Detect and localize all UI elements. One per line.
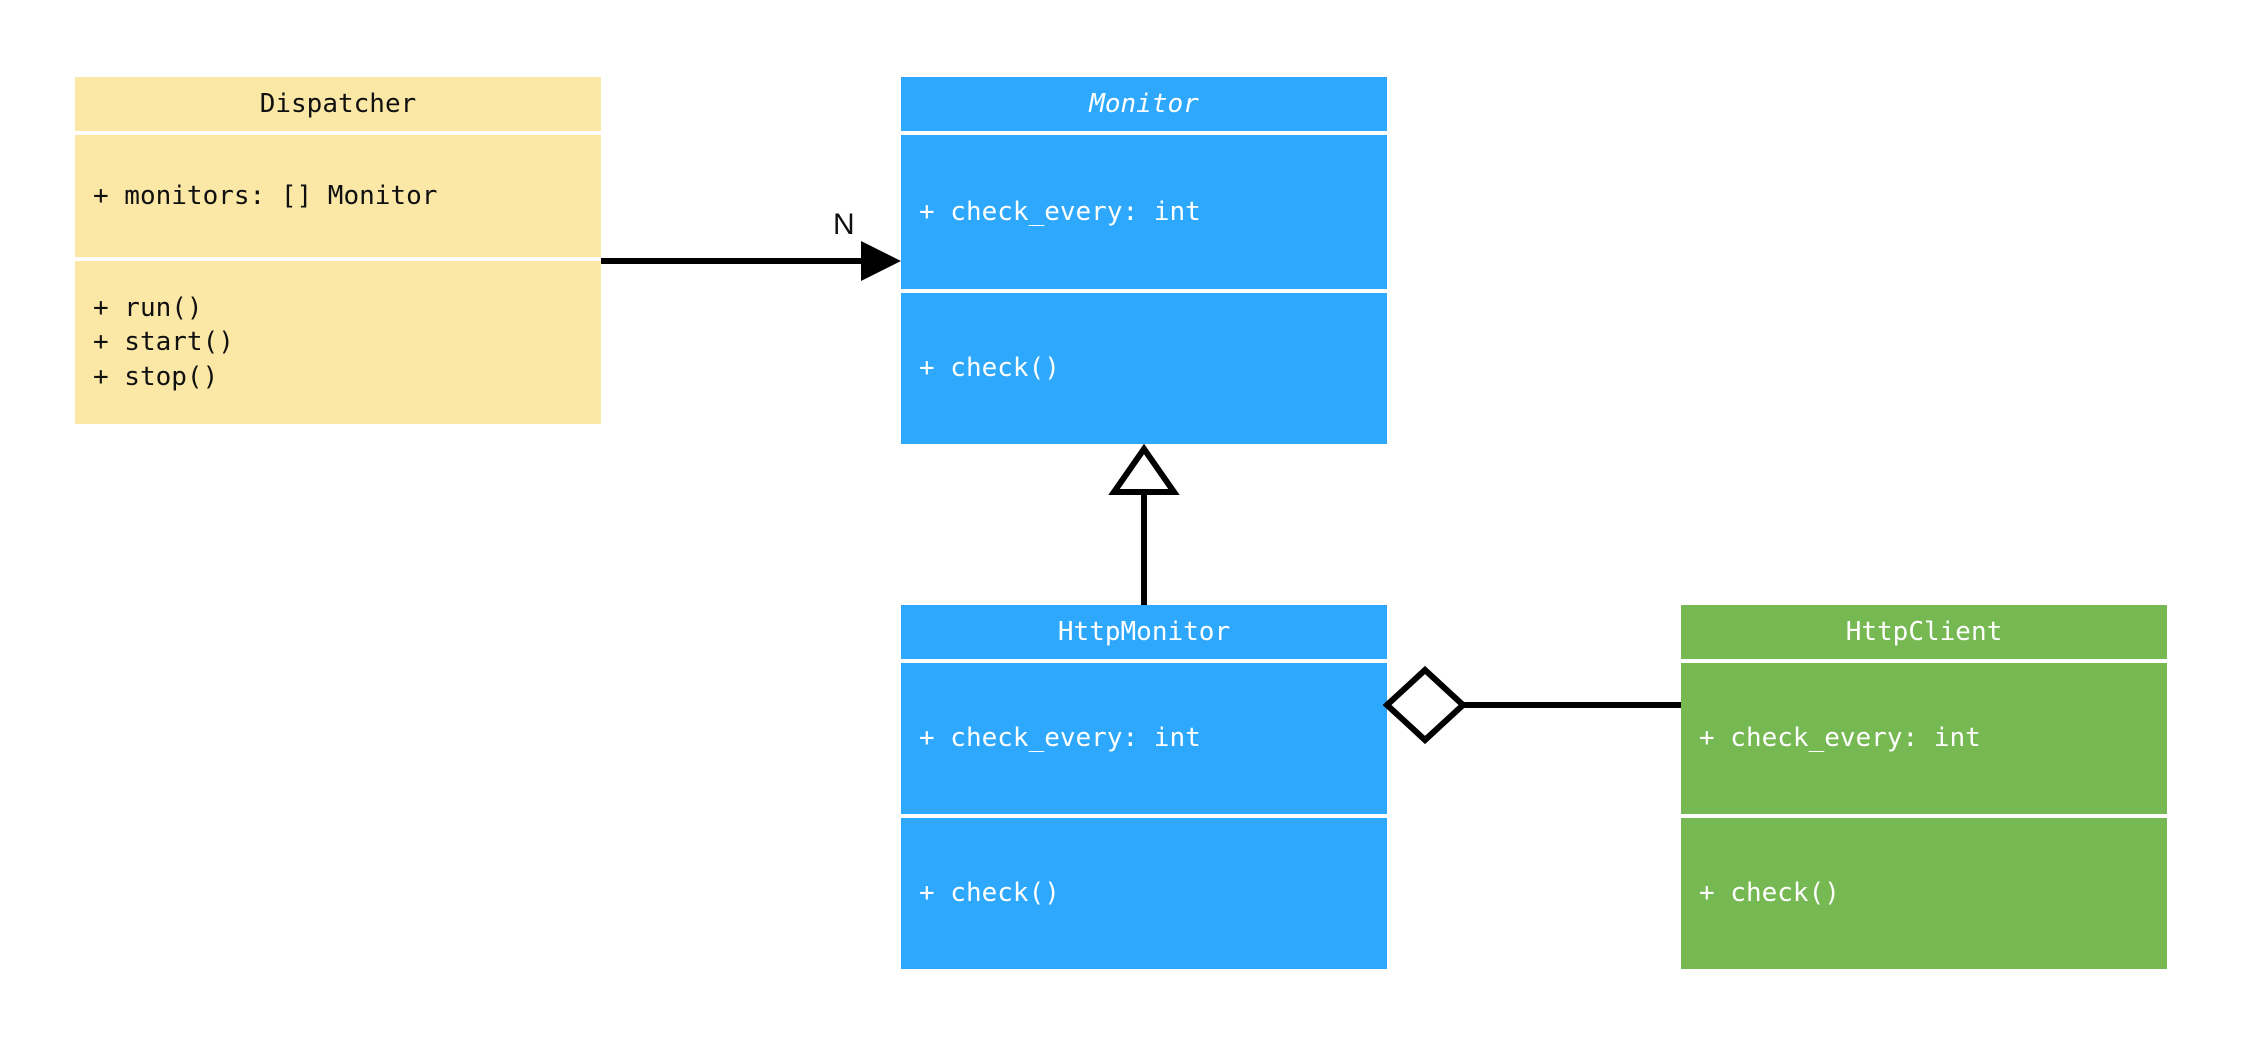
method-line: + start() <box>93 327 234 358</box>
class-name-dispatcher: Dispatcher <box>259 88 417 119</box>
class-name-monitor: Monitor <box>1089 88 1199 119</box>
class-methods-compartment: + check() <box>901 818 1387 969</box>
class-box-http-monitor[interactable]: HttpMonitor + check_every: int + check() <box>901 605 1387 973</box>
attribute-line: + check_every: int <box>1699 723 1981 754</box>
class-methods-compartment: + check() <box>901 293 1387 444</box>
relationship-httpmonitor-to-httpclient <box>1382 665 1681 745</box>
class-title-compartment: Monitor <box>901 77 1387 131</box>
relationship-dispatcher-to-monitor <box>601 241 901 281</box>
relationship-httpmonitor-to-monitor <box>1108 443 1180 605</box>
class-title-compartment: HttpMonitor <box>901 605 1387 659</box>
attribute-line: + monitors: [] Monitor <box>93 180 438 211</box>
class-name-http-client: HttpClient <box>1845 616 2003 647</box>
method-line: + check() <box>1699 878 1840 909</box>
class-attributes-compartment: + check_every: int <box>1681 663 2167 814</box>
class-methods-compartment: + run() + start() + stop() <box>75 261 601 424</box>
class-box-dispatcher[interactable]: Dispatcher + monitors: [] Monitor + run(… <box>75 77 601 448</box>
attribute-line: + check_every: int <box>919 723 1201 754</box>
class-title-compartment: Dispatcher <box>75 77 601 131</box>
filled-arrowhead-icon <box>861 241 901 281</box>
class-attributes-compartment: + check_every: int <box>901 663 1387 814</box>
class-box-monitor[interactable]: Monitor + check_every: int + check() <box>901 77 1387 448</box>
method-line: + run() <box>93 293 203 324</box>
class-name-http-monitor: HttpMonitor <box>1057 616 1231 647</box>
method-line: + check() <box>919 353 1060 384</box>
association-multiplicity-label: N <box>833 208 855 241</box>
hollow-triangle-arrowhead-icon <box>1108 443 1180 495</box>
method-line: + stop() <box>93 361 219 392</box>
class-box-http-client[interactable]: HttpClient + check_every: int + check() <box>1681 605 2167 973</box>
hollow-diamond-icon <box>1382 665 1468 745</box>
method-line: + check() <box>919 878 1060 909</box>
class-attributes-compartment: + check_every: int <box>901 135 1387 289</box>
class-attributes-compartment: + monitors: [] Monitor <box>75 135 601 257</box>
attribute-line: + check_every: int <box>919 196 1201 227</box>
class-methods-compartment: + check() <box>1681 818 2167 969</box>
class-title-compartment: HttpClient <box>1681 605 2167 659</box>
